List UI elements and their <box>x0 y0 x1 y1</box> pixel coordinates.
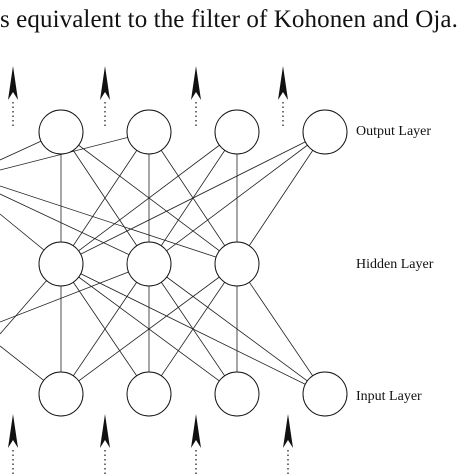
caption-text: s equivalent to the filter of Kohonen an… <box>0 6 458 33</box>
network-nodes <box>38 109 348 417</box>
arrow-head-icon <box>100 66 110 100</box>
input-layer-label: Input Layer <box>356 389 422 404</box>
output-signal-arrow <box>8 66 18 128</box>
hidden-layer-node <box>126 241 172 287</box>
hidden-layer-node <box>38 241 84 287</box>
input-signal-arrow <box>191 414 201 474</box>
hidden-layer-node <box>214 241 260 287</box>
output-layer-node <box>126 109 172 155</box>
hidden-output-connection <box>148 131 238 265</box>
input-layer-node <box>214 371 260 417</box>
hidden-output-connection <box>60 131 238 265</box>
output-layer-label: Output Layer <box>356 124 431 139</box>
output-layer-node <box>38 109 84 155</box>
input-hidden-connection <box>148 263 326 395</box>
input-hidden-connection <box>60 263 150 395</box>
input-signal-arrow <box>100 414 110 474</box>
output-layer-node <box>214 109 260 155</box>
signal-arrows <box>8 66 293 474</box>
input-hidden-connection <box>60 263 238 395</box>
arrow-head-icon <box>283 414 293 448</box>
input-hidden-connection <box>60 263 326 395</box>
hidden-output-connection <box>60 131 150 265</box>
arrow-head-icon <box>191 414 201 448</box>
cropped-connection <box>0 193 150 265</box>
input-signal-arrow <box>283 414 293 474</box>
output-signal-arrow <box>100 66 110 128</box>
arrow-head-icon <box>8 66 18 100</box>
cropped-connection <box>0 131 150 171</box>
output-signal-arrow <box>278 66 288 128</box>
hidden-output-connection <box>236 131 326 265</box>
input-layer-node <box>38 371 84 417</box>
hidden-layer-label: Hidden Layer <box>356 257 434 272</box>
input-layer-node <box>302 371 348 417</box>
arrow-head-icon <box>278 66 288 100</box>
arrow-head-icon <box>191 66 201 100</box>
cropped-connection <box>0 263 150 323</box>
input-signal-arrow <box>8 414 18 474</box>
output-signal-arrow <box>191 66 201 128</box>
output-layer-node <box>302 109 348 155</box>
cropped-connection <box>0 185 238 265</box>
arrow-head-icon <box>8 414 18 448</box>
input-layer-node <box>126 371 172 417</box>
input-hidden-connection <box>236 263 326 395</box>
arrow-head-icon <box>100 414 110 448</box>
